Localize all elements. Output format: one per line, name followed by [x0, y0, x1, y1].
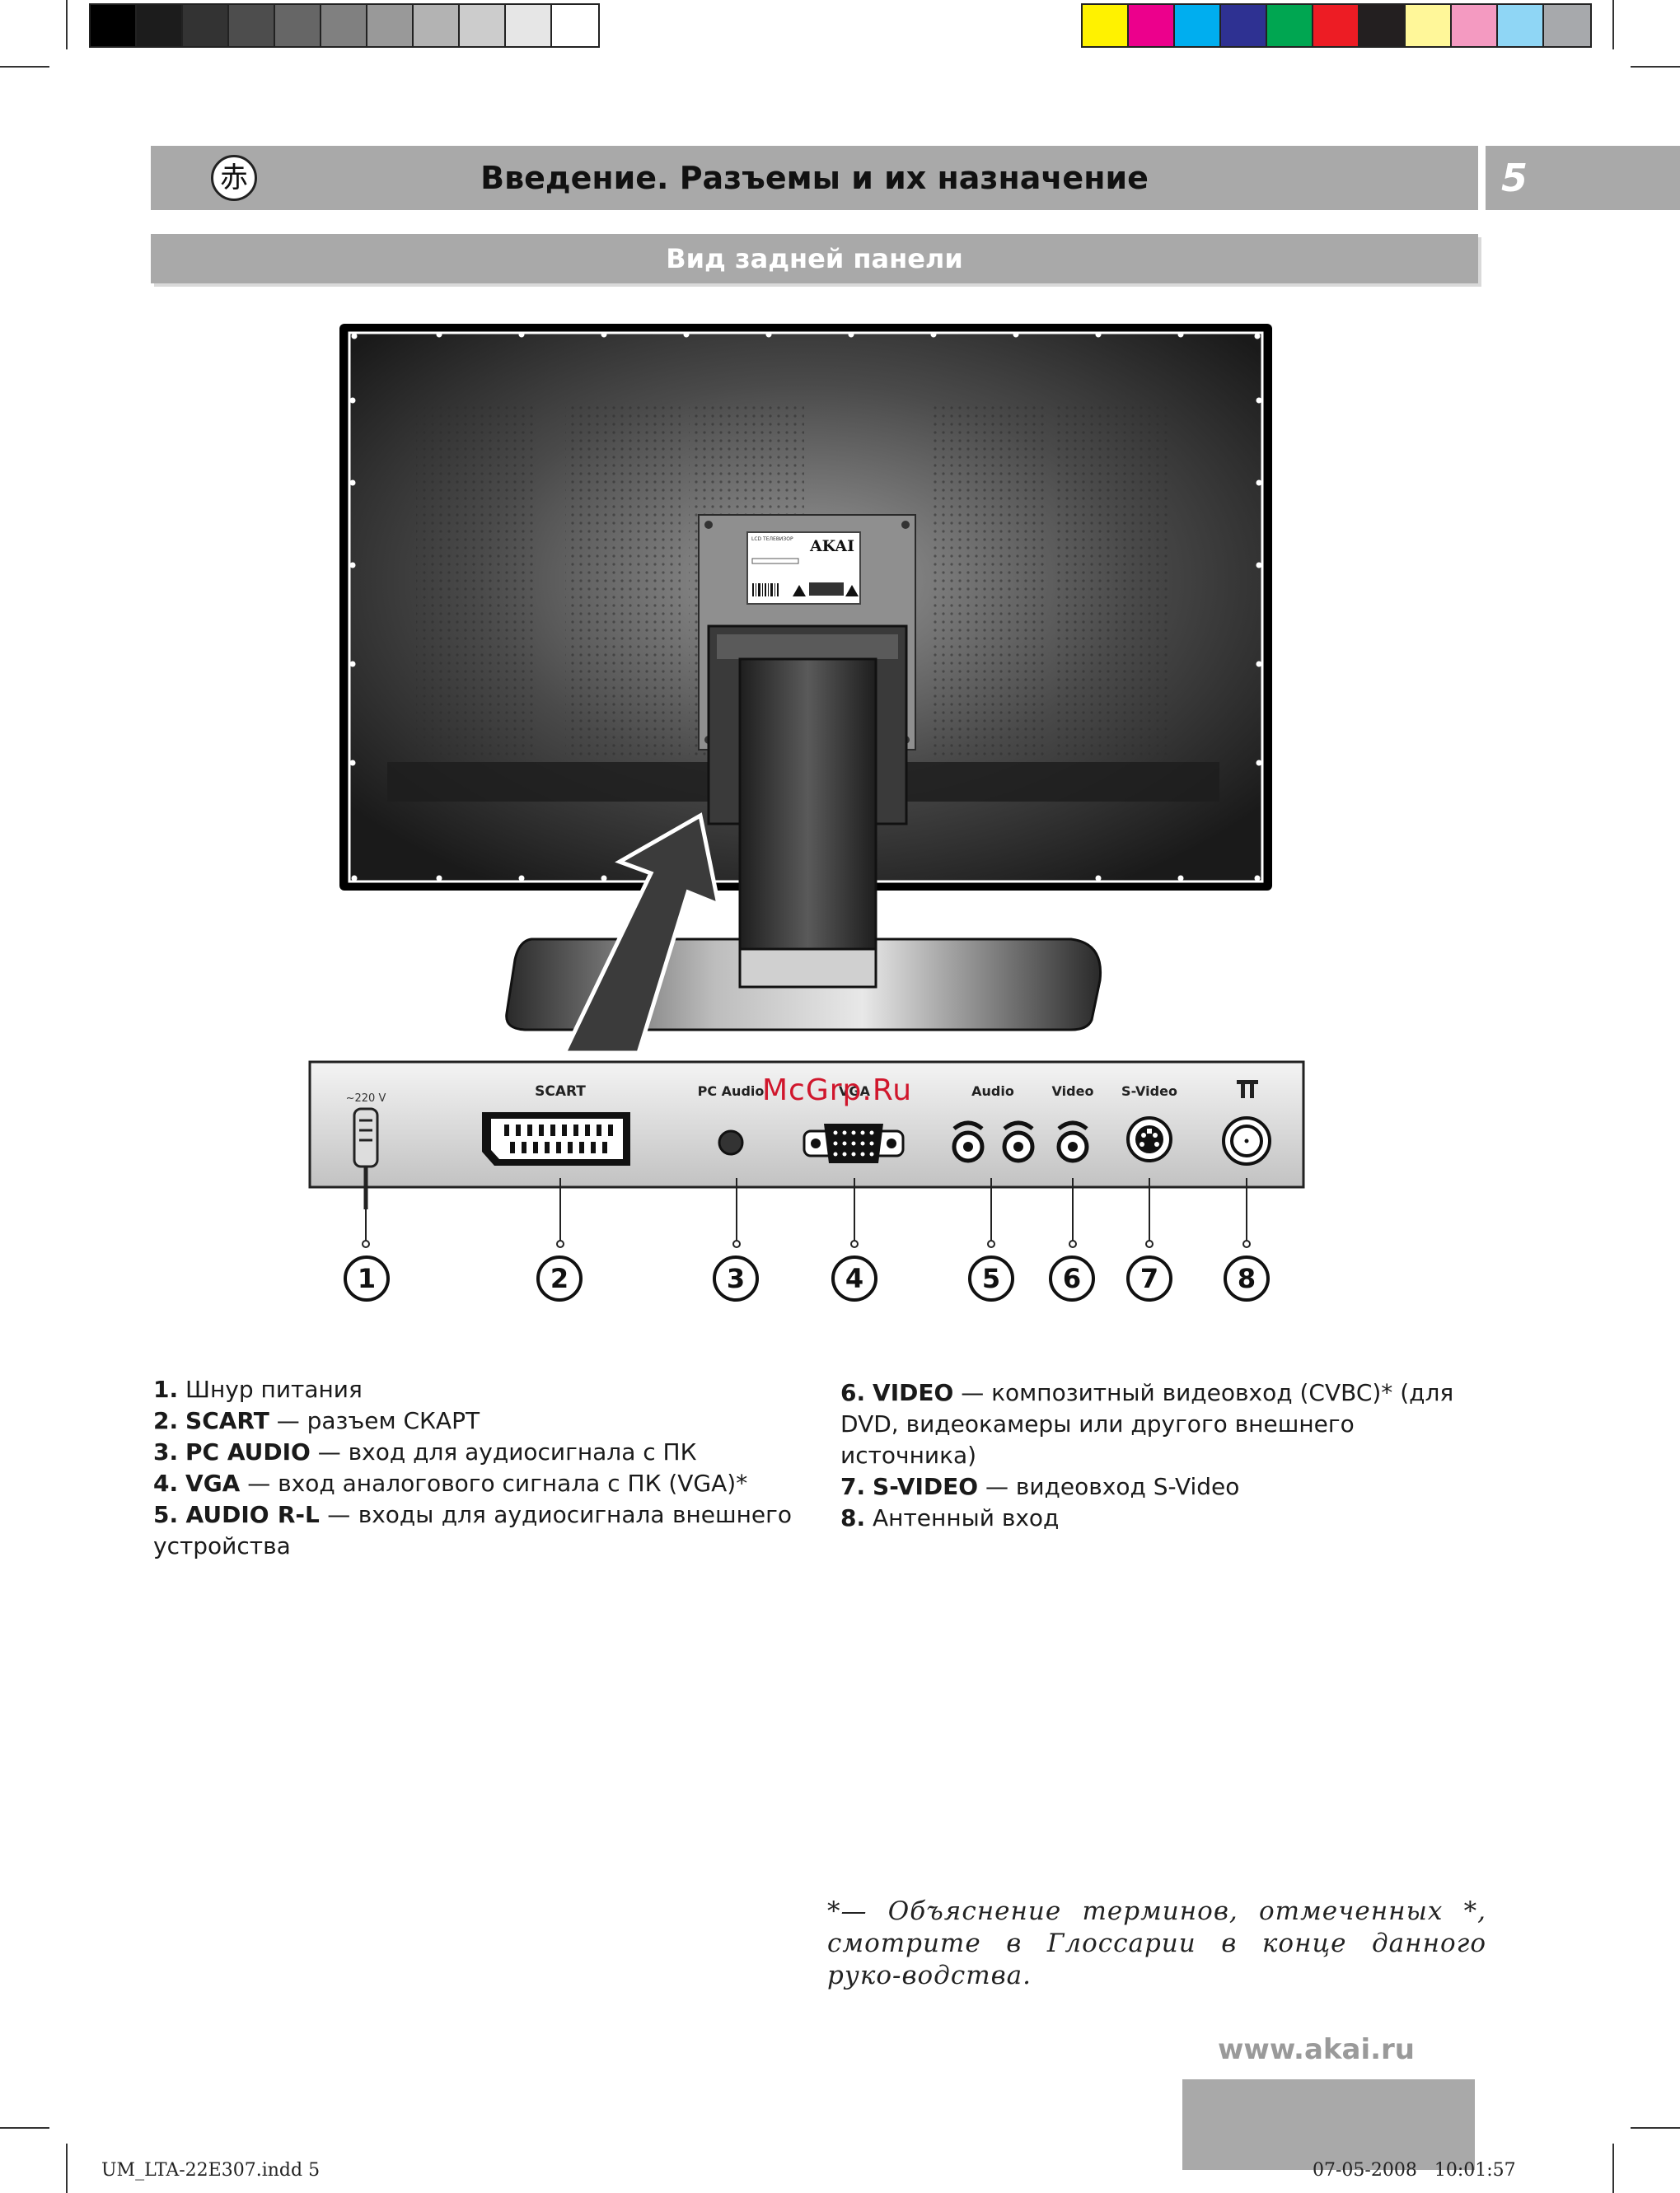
swatch [414, 5, 460, 46]
crop-mark [0, 66, 49, 68]
swatch [506, 5, 552, 46]
akai-logo-icon: 赤 [211, 155, 257, 201]
pc-audio-label: PC Audio [698, 1083, 765, 1099]
section-title: Вид задней панели [666, 243, 963, 274]
connector-list-right: 6. VIDEO — композитный видеовход (CVBC)*… [840, 1377, 1491, 1534]
swatch [1359, 5, 1406, 46]
sticker-model: LCD ТЕЛЕВИЗОР [751, 536, 793, 542]
page-title: Введение. Разъемы и их назначение [480, 160, 1149, 196]
swatch [91, 5, 137, 46]
swatch [275, 5, 321, 46]
swatch [552, 5, 598, 46]
swatch [1221, 5, 1267, 46]
swatch [1129, 5, 1175, 46]
svideo-label: S-Video [1121, 1083, 1177, 1099]
antenna-socket-icon [1222, 1116, 1271, 1166]
audio-rca-jacks-icon [952, 1120, 1035, 1163]
crop-mark [66, 0, 68, 49]
list-item: 7. S-VIDEO — видеовход S-Video [840, 1473, 1240, 1500]
swatch [1083, 5, 1129, 46]
crop-mark [66, 2144, 68, 2193]
swatch [229, 5, 275, 46]
antenna-icon [1237, 1080, 1258, 1098]
list-item: 3. PC AUDIO — вход для аудиосигнала с ПК [153, 1438, 697, 1466]
audio-label: Audio [971, 1083, 1014, 1099]
connector-panel: ~220 V SCART PC Audio VGA Audio Video S-… [308, 1060, 1305, 1248]
website-url: www.akai.ru [1218, 2033, 1416, 2066]
crop-mark [1612, 2144, 1614, 2193]
swatch [137, 5, 183, 46]
file-slug: UM_LTA-22E307.indd 5 [101, 2160, 321, 2181]
callout-4: 4 [831, 1255, 877, 1302]
pc-audio-jack-icon [718, 1129, 744, 1156]
callout-3: 3 [713, 1255, 759, 1302]
section-band [151, 234, 1478, 283]
color-swatch-bar [1081, 3, 1592, 48]
swatch [367, 5, 414, 46]
callout-1: 1 [344, 1255, 390, 1302]
swatch [1267, 5, 1313, 46]
crop-mark [1631, 66, 1680, 68]
callout-7: 7 [1126, 1255, 1172, 1302]
power-label: ~220 V [346, 1092, 386, 1105]
callout-8: 8 [1224, 1255, 1270, 1302]
list-item: 8. Антенный вход [840, 1504, 1060, 1531]
swatch [1313, 5, 1359, 46]
swatch [321, 5, 367, 46]
video-label: Video [1052, 1083, 1094, 1099]
list-item: 6. VIDEO — композитный видеовход (CVBC)*… [840, 1379, 1454, 1469]
scart-connector-icon [482, 1112, 630, 1166]
footer-grey-block [1182, 2079, 1475, 2170]
sticker-brand: AKAI [809, 537, 854, 555]
date-slug: 07-05-2008 10:01:57 [1313, 2160, 1516, 2181]
vga-connector-icon [803, 1124, 905, 1163]
power-cord-icon [353, 1107, 379, 1209]
swatch [1175, 5, 1221, 46]
crop-mark [0, 2127, 49, 2129]
swatch [1498, 5, 1544, 46]
callout-6: 6 [1049, 1255, 1095, 1302]
swatch [183, 5, 229, 46]
swatch [1452, 5, 1498, 46]
header-band [151, 146, 1478, 210]
vga-label: VGA [839, 1083, 871, 1099]
watermark: McGrp.Ru [762, 1073, 913, 1107]
crop-mark [1612, 0, 1614, 49]
footnote: *— Объяснение терминов, отмеченных *, см… [827, 1896, 1486, 1990]
callout-2: 2 [536, 1255, 583, 1302]
list-item: 4. VGA — вход аналогового сигнала с ПК (… [153, 1470, 748, 1497]
svideo-connector-icon [1126, 1116, 1172, 1162]
list-item: 5. AUDIO R-L — входы для аудиосигнала вн… [153, 1501, 793, 1559]
crop-mark [1631, 2127, 1680, 2129]
list-item: 2. SCART — разъем СКАРТ [153, 1407, 480, 1434]
callout-5: 5 [968, 1255, 1014, 1302]
swatch [1406, 5, 1452, 46]
swatch [1544, 5, 1590, 46]
grey-swatch-bar [89, 3, 600, 48]
connector-list-left: 1. Шнур питания 2. SCART — разъем СКАРТ … [153, 1374, 792, 1562]
page-number: 5 [1501, 156, 1528, 200]
scart-label: SCART [535, 1083, 586, 1100]
page-number-band [1486, 146, 1680, 210]
tv-rear-illustration: AKAI LCD ТЕЛЕВИЗОР [339, 324, 1272, 1055]
video-rca-jack-icon [1056, 1120, 1089, 1163]
list-item: 1. Шнур питания [153, 1376, 363, 1403]
swatch [460, 5, 506, 46]
